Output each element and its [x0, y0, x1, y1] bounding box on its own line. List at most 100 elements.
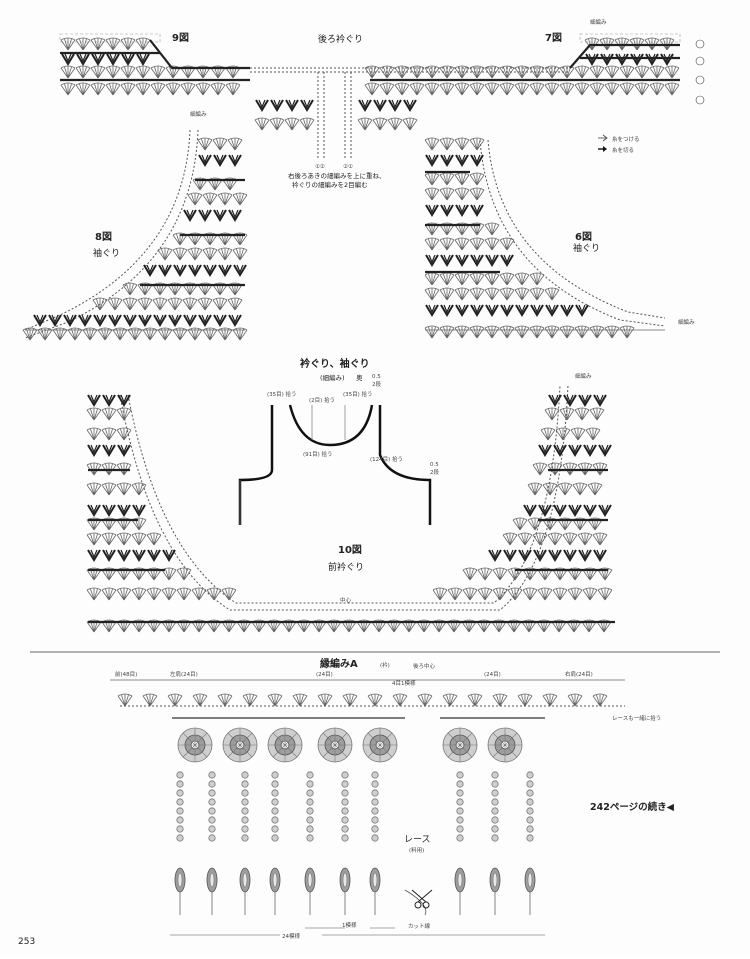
fan-stitch-motif	[75, 37, 91, 51]
lace-bead	[371, 780, 379, 788]
legend-cut: 糸を切る	[612, 146, 634, 154]
v-stitch-motif	[568, 444, 582, 456]
v-stitch-motif	[470, 154, 484, 166]
fan-stitch-motif	[574, 325, 590, 339]
lace-bead	[491, 780, 499, 788]
fan-stitch-motif	[225, 82, 241, 96]
fan-stitch-motif	[150, 82, 166, 96]
fan-stitch-motif	[572, 482, 588, 496]
v-stitch-motif	[578, 394, 592, 406]
fan-stitch-motif	[187, 247, 203, 261]
v-stitch-motif	[117, 444, 131, 456]
lace-drop	[489, 867, 501, 893]
neck-armhole-schematic: 衿ぐり、袖ぐり (細編み) 奥 (35目) 拾う (2目) 拾う (35目) 拾…	[238, 357, 439, 525]
v-stitch-motif	[403, 99, 417, 111]
fan-stitch-motif	[502, 532, 518, 546]
v-stitch-motif	[87, 444, 101, 456]
v-stitch-motif	[575, 304, 589, 316]
schematic-unit: 奥	[356, 373, 363, 382]
fan-stitch-motif	[454, 172, 470, 186]
lace-bead	[176, 789, 184, 797]
lace-trim: レース (料用) カット線 1模様 24模様	[170, 717, 545, 940]
fan-stitch-motif	[634, 65, 650, 79]
fan-stitch-motif	[532, 462, 548, 476]
fan-stitch-motif	[409, 65, 425, 79]
lace-bead	[491, 807, 499, 815]
fan-stitch-motif	[232, 192, 248, 206]
edge-title: 縁編みA	[320, 657, 358, 670]
fan-stitch-motif	[529, 65, 545, 79]
v-stitch-motif	[162, 549, 176, 561]
fan-stitch-motif	[589, 407, 605, 421]
lace-bead	[371, 771, 379, 779]
fan-stitch-motif	[75, 65, 91, 79]
fan-stitch-motif	[540, 427, 556, 441]
symbol-legend: 糸をつける 糸を切る	[598, 134, 640, 154]
fan-stitch-motif	[105, 37, 121, 51]
fan-stitch-motif	[135, 82, 151, 96]
lace-bead	[456, 771, 464, 779]
lace-bead	[176, 798, 184, 806]
center-note-line1: 右後ろあきの細編みを上に重ね、	[288, 171, 386, 180]
edge-fan-motif	[142, 693, 158, 707]
fan-stitch-motif	[86, 532, 102, 546]
v-stitch-motif	[388, 99, 402, 111]
v-stitch-motif	[583, 444, 597, 456]
v-stitch-motif	[228, 314, 242, 326]
v-stitch-motif	[300, 99, 314, 111]
lace-sub: (料用)	[409, 846, 424, 854]
fan-stitch-motif	[254, 117, 270, 131]
v-stitch-motif	[560, 304, 574, 316]
back-opening-strip: ①② ②① 右後ろあきの細編みを上に重ね、 衿ぐりの細編みを2目編む	[288, 72, 386, 189]
v-stitch-motif	[117, 549, 131, 561]
lace-bead	[241, 816, 249, 824]
v-stitch-motif	[583, 504, 597, 516]
fig10-center: 中心	[340, 596, 352, 604]
lace-bead	[371, 816, 379, 824]
lace-bead	[341, 834, 349, 842]
fig8-note: 細編み	[190, 110, 207, 118]
fan-stitch-motif	[232, 247, 248, 261]
fan-stitch-motif	[507, 587, 523, 601]
fan-stitch-motif	[122, 297, 138, 311]
v-stitch-motif	[153, 314, 167, 326]
fan-stitch-motif	[394, 82, 410, 96]
fan-stitch-motif	[514, 325, 530, 339]
fan-stitch-motif	[522, 587, 538, 601]
lace-label: レース	[404, 835, 431, 845]
v-stitch-motif	[228, 209, 242, 221]
fan-stitch-motif	[469, 287, 485, 301]
fan-stitch-motif	[557, 482, 573, 496]
lace-bead	[456, 834, 464, 842]
fig6-side-note: 細編み	[678, 318, 695, 326]
fan-stitch-motif	[529, 272, 545, 286]
lace-bead	[456, 798, 464, 806]
fan-stitch-motif	[176, 567, 192, 581]
edge-fan-motif	[217, 693, 233, 707]
center-note-line2: 衿ぐりの細編みを2目編む	[292, 180, 368, 189]
lace-bead	[456, 780, 464, 788]
lace-bead	[271, 825, 279, 833]
edge-fan-motif	[392, 693, 408, 707]
lace-bead	[208, 798, 216, 806]
v-stitch-motif	[593, 549, 607, 561]
fan-stitch-motif	[532, 532, 548, 546]
edge-right-back: 右肩(24目)	[565, 670, 593, 678]
v-stitch-motif	[78, 314, 92, 326]
v-stitch-motif	[488, 549, 502, 561]
fan-stitch-motif	[269, 117, 285, 131]
edge-fan-motif	[467, 693, 483, 707]
v-stitch-motif	[548, 549, 562, 561]
lace-bead	[271, 834, 279, 842]
fan-stitch-motif	[439, 272, 455, 286]
lace-bead	[271, 780, 279, 788]
v-stitch-motif	[425, 204, 439, 216]
v-stitch-motif	[518, 549, 532, 561]
v-stitch-motif	[538, 444, 552, 456]
v-stitch-motif	[563, 394, 577, 406]
lace-rosette	[487, 727, 523, 763]
fan-stitch-motif	[146, 532, 162, 546]
v-stitch-motif	[143, 264, 157, 276]
fan-stitch-motif	[555, 427, 571, 441]
lace-bead	[271, 798, 279, 806]
